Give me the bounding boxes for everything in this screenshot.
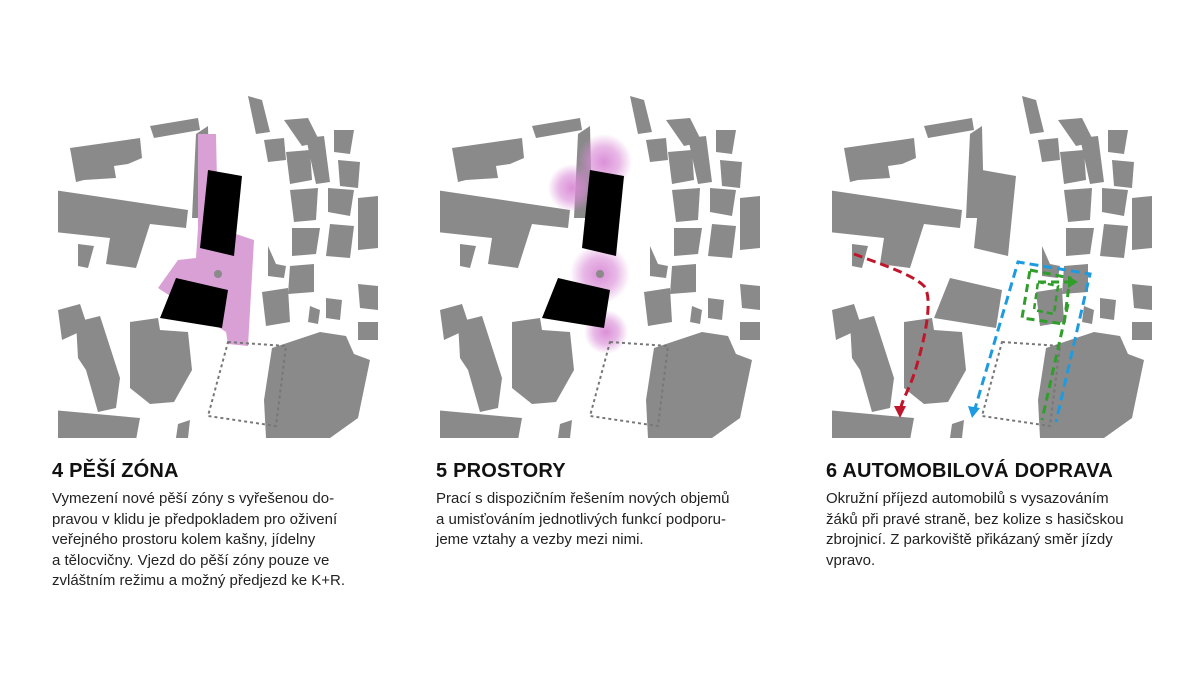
green-route: [1038, 280, 1072, 421]
panel-title: 6 AUTOMOBILOVÁ DOPRAVA: [826, 460, 1114, 482]
panel-title: 4 PĚŠÍ ZÓNA: [52, 460, 179, 482]
new-building-north: [582, 170, 624, 256]
caption-spaces: 5 PROSTORY Prací s dispozičním řešením n…: [436, 460, 776, 551]
text-line: Okružní příjezd automobilů s vysazováním: [826, 490, 1109, 507]
text-line: zbrojnicí. Z parkoviště přikázaný směr j…: [826, 531, 1113, 548]
green-arrow-icon: [1068, 276, 1078, 288]
panel-text: Okružní příjezd automobilů s vysazováním…: [826, 489, 1166, 571]
kr-label: K+R: [969, 358, 984, 378]
text-line: žáků při pravé straně, bez kolize s hasi…: [826, 510, 1124, 528]
green-parking: [1020, 268, 1072, 326]
spaces-map: [440, 96, 760, 438]
panel-text: Vymezení nové pěší zóny s vyřešenou do- …: [52, 489, 392, 592]
text-line: vpravo.: [826, 551, 876, 569]
pedestrian-zone-map: [58, 96, 378, 438]
existing-building-south: [934, 278, 1002, 328]
text-line: zvláštním režimu a možný předjezd ke K+R…: [52, 572, 346, 589]
plot-outline: [206, 340, 288, 428]
fountain: [596, 270, 604, 278]
panel-text: Prací s dispozičním řešením nových objem…: [436, 489, 776, 551]
green-parking-inner: [1032, 280, 1060, 316]
new-building-south: [542, 278, 610, 328]
new-building-south: [160, 278, 228, 328]
text-line: a umisťováním jednotlivých funkcí podpor…: [436, 510, 726, 528]
existing-building-north: [974, 170, 1016, 256]
text-line: a tělocvičny. Vjezd do pěší zóny pouze v…: [52, 551, 330, 569]
blue-route: [972, 260, 1092, 423]
plot-outline: [588, 340, 670, 428]
red-route: [853, 252, 930, 413]
blue-arrow-icon: [968, 406, 980, 418]
text-line: Prací s dispozičním řešením nových objem…: [436, 490, 730, 507]
text-line: pravou v klidu je předpokladem pro ožive…: [52, 510, 338, 528]
text-line: jeme vztahy a vezby mezi nimi.: [436, 531, 644, 548]
caption-pedestrian-zone: 4 PĚŠÍ ZÓNA Vymezení nové pěší zóny s vy…: [52, 460, 392, 592]
plot-outline: [980, 340, 1062, 428]
panel-title: 5 PROSTORY: [436, 460, 566, 482]
text-line: veřejného prostoru kolem kašny, jídelny: [52, 531, 316, 548]
text-line: Vymezení nové pěší zóny s vyřešenou do-: [52, 490, 335, 507]
new-building-north: [200, 170, 242, 256]
kr-label-text: K+R: [969, 358, 984, 378]
red-arrow-icon: [894, 406, 906, 418]
fountain: [214, 270, 222, 278]
space-glow-west: [548, 164, 596, 212]
caption-car-traffic: 6 AUTOMOBILOVÁ DOPRAVA Okružní příjezd a…: [826, 460, 1166, 571]
car-traffic-map: K+R: [832, 96, 1152, 438]
